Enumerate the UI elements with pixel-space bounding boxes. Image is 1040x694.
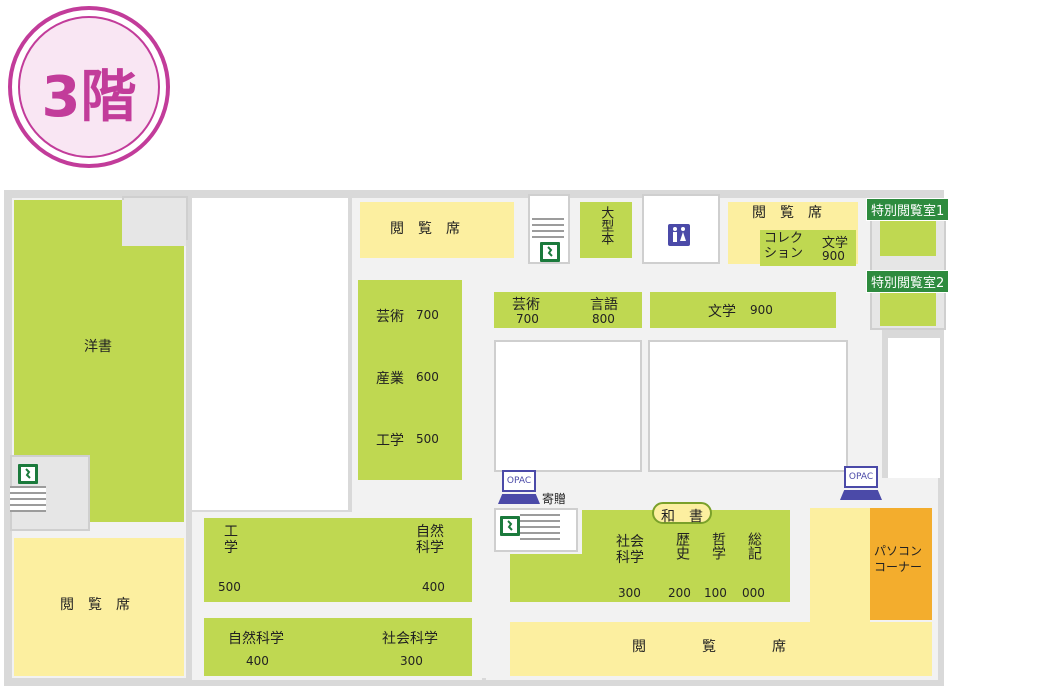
- pc-corner-label: パソコン コーナー: [874, 544, 923, 574]
- restroom-icon: [668, 224, 690, 246]
- donation-label: 寄贈: [542, 492, 567, 506]
- room-large-books-label: 大型本: [598, 206, 614, 245]
- gengo-number: 800: [592, 312, 615, 326]
- washo-col-4-number: 000: [742, 586, 765, 600]
- opac-label: OPAC: [506, 476, 532, 486]
- opac-keyboard-icon: [840, 490, 882, 500]
- kogaku-number: 500: [416, 432, 439, 446]
- special-room-1-tag: 特別閲覧室1: [866, 198, 950, 221]
- sangyo-number: 600: [416, 370, 439, 384]
- washo-col-3-number: 100: [704, 586, 727, 600]
- reading-left-label: 閲 覧 席: [60, 597, 130, 613]
- stairs-icon: [532, 216, 564, 238]
- washo-col-4-label: 総記: [746, 532, 762, 560]
- washo-col-3-label: 哲学: [710, 532, 726, 560]
- reading-bottom: 閲 覧 席: [510, 622, 932, 676]
- opac-keyboard-icon: [498, 494, 540, 504]
- stack-bungaku: 文学 900: [650, 292, 836, 328]
- opac-label: OPAC: [848, 472, 874, 482]
- reading-left: 閲 覧 席: [14, 538, 184, 676]
- room-yosho-label: 洋書: [84, 339, 112, 355]
- shizen-block-number: 400: [422, 580, 445, 594]
- washo-col-1-label: 社会 科学: [616, 534, 644, 567]
- floor-badge: 3階: [8, 6, 170, 168]
- reading-top-label: 閲 覧 席: [390, 221, 460, 237]
- void-left: [192, 198, 348, 510]
- geijutsu-label: 芸術: [376, 309, 404, 325]
- stairs-icon: [520, 510, 560, 540]
- opac-terminal-1[interactable]: OPAC: [498, 470, 540, 508]
- emergency-exit-icon: [540, 242, 560, 262]
- bungaku-number: 900: [750, 303, 773, 317]
- stack-geijutsu-gengo: 芸術 700 言語 800: [494, 292, 642, 328]
- shakaikagaku-label: 社会科学: [382, 631, 438, 647]
- shizenkagaku-number: 400: [246, 654, 269, 668]
- washo-col-2-number: 200: [668, 586, 691, 600]
- collection-number: 900: [822, 249, 845, 263]
- stack-kogaku-shizen: 工 学 500 自然 科学 400: [204, 518, 472, 602]
- reading-top: 閲 覧 席: [360, 202, 514, 258]
- collection-label: コレク ション: [764, 231, 804, 261]
- emergency-exit-icon: [500, 516, 520, 536]
- reading-top-right-label: 閲 覧 席: [752, 205, 822, 221]
- void-center-right: [648, 340, 848, 472]
- floor-badge-label: 3階: [41, 65, 137, 130]
- geijutsu2-label: 芸術: [512, 297, 540, 313]
- shizenkagaku-label: 自然科学: [228, 631, 284, 647]
- kogaku-label: 工学: [376, 433, 404, 449]
- kogaku-block-number: 500: [218, 580, 241, 594]
- washo-col-1-number: 300: [618, 586, 641, 600]
- sangyo-label: 産業: [376, 371, 404, 387]
- geijutsu-number: 700: [416, 308, 439, 322]
- geijutsu2-number: 700: [516, 312, 539, 326]
- pc-corner: パソコン コーナー: [870, 508, 932, 620]
- washo-label: 和 書: [652, 502, 712, 525]
- stairs-icon: [10, 486, 46, 512]
- stack-geijutsu-sangyo-kogaku: 芸術 700 産業 600 工学 500: [358, 280, 462, 480]
- room-large-books: 大型本: [580, 202, 632, 258]
- room-special-1: [880, 214, 936, 256]
- void-center-left: [494, 340, 642, 472]
- opac-terminal-2[interactable]: OPAC: [840, 466, 882, 504]
- reading-bottom-label: 閲 覧 席: [632, 639, 786, 655]
- room-collection: コレク ション 文学 900: [760, 230, 856, 266]
- gengo-label: 言語: [590, 297, 618, 313]
- special-room-2-tag: 特別閲覧室2: [866, 270, 950, 293]
- shakaikagaku-number: 300: [400, 654, 423, 668]
- bungaku-label: 文学: [708, 304, 736, 320]
- shizen-block-label: 自然 科学: [416, 524, 444, 557]
- stack-shizen-shakai: 自然科学 400 社会科学 300: [204, 618, 472, 676]
- collection-subject: 文学: [822, 236, 849, 251]
- emergency-exit-icon: [18, 464, 38, 484]
- kogaku-block-label: 工 学: [224, 524, 238, 557]
- washo-col-2-label: 歴史: [674, 532, 690, 560]
